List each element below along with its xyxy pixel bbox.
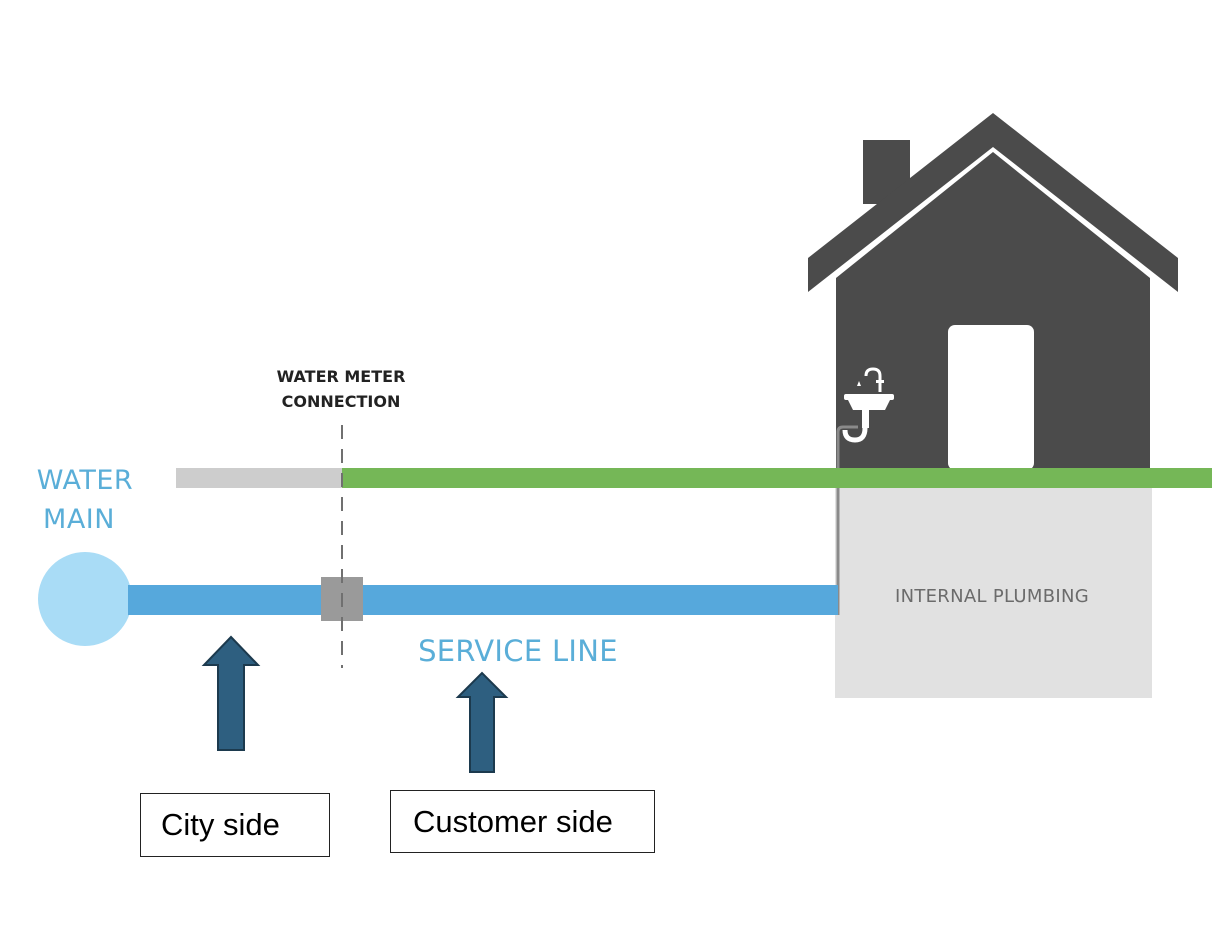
service-line-label: SERVICE LINE [418, 634, 618, 668]
meter-label-line1: WATER METER [277, 367, 406, 386]
internal-plumbing-label: INTERNAL PLUMBING [895, 586, 1089, 607]
service-pipe-city [128, 585, 328, 615]
house-door [948, 325, 1034, 470]
house-icon [808, 113, 1178, 470]
city-side-arrow-icon [201, 635, 261, 751]
internal-plumbing-area [835, 488, 1152, 698]
water-main-label-line2: MAIN [43, 504, 115, 535]
city-side-label: City side [140, 793, 330, 857]
water-main-label-line1: WATER [37, 465, 133, 496]
customer-side-label: Customer side [390, 790, 655, 853]
ground-line-customer [342, 468, 1212, 488]
service-pipe-customer [355, 585, 838, 615]
meter-label-line2: CONNECTION [282, 392, 401, 411]
internal-pipe [836, 425, 858, 615]
sink-icon [842, 367, 894, 443]
house-body [836, 152, 1150, 468]
house-roof [808, 113, 1178, 292]
water-main-circle [38, 552, 132, 646]
ground-line-city [176, 468, 342, 488]
customer-side-arrow-icon [455, 671, 509, 773]
